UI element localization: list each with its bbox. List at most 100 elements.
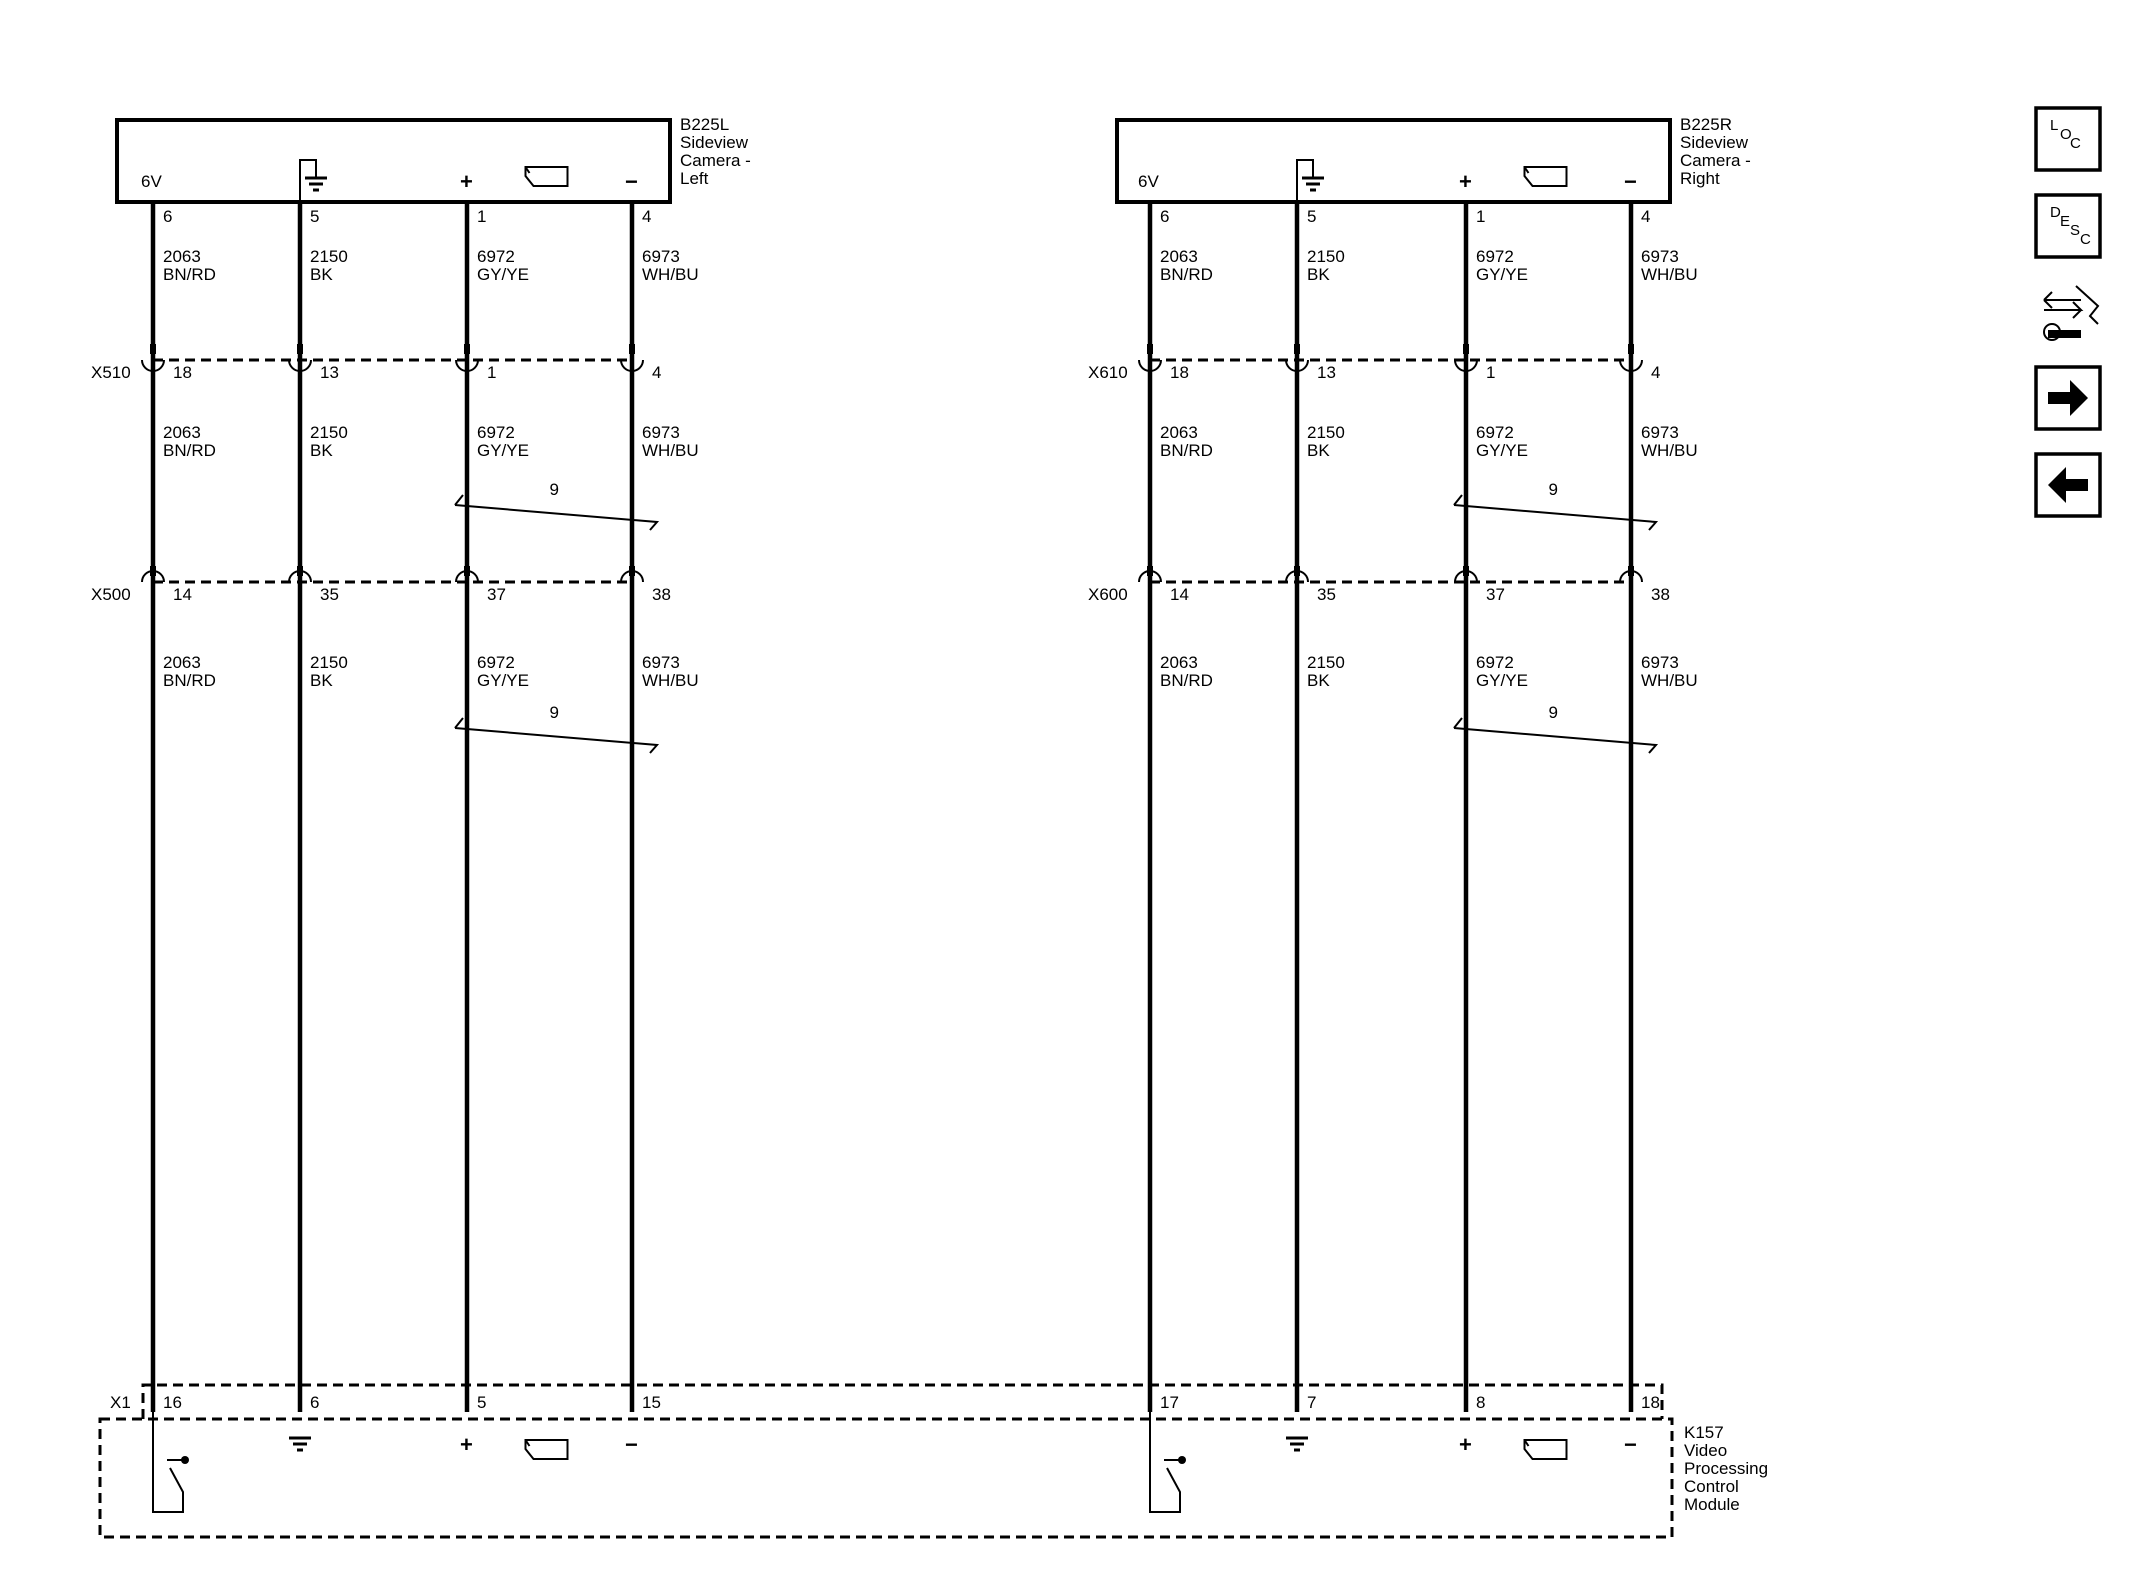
nav-letter: E xyxy=(2060,213,2070,230)
module-ground-icon xyxy=(1286,1436,1308,1452)
wire-circuit-label: 6972 xyxy=(477,247,515,266)
connector-terminal xyxy=(141,359,165,372)
plus-symbol: + xyxy=(460,169,473,194)
wire-circuit-label: 6973 xyxy=(642,247,680,266)
connector-terminal xyxy=(1454,359,1478,372)
nav-button-frame xyxy=(2034,193,2102,259)
wire-color-label: WH/BU xyxy=(1641,441,1698,460)
connector-id: X610 xyxy=(1088,363,1128,382)
connector-pin: 13 xyxy=(320,363,339,382)
minus-symbol: − xyxy=(1624,169,1637,194)
module-camera-icon xyxy=(524,1439,569,1460)
wire-circuit-label: 2063 xyxy=(1160,653,1198,672)
module-name-line: Control xyxy=(1684,1477,1739,1496)
terminal-block xyxy=(1628,344,1634,354)
wire-circuit-label: 2150 xyxy=(310,247,348,266)
connector-terminal xyxy=(1138,359,1162,372)
camera-id: B225R xyxy=(1680,115,1732,134)
camera-pin: 1 xyxy=(1476,207,1485,226)
terminal-block xyxy=(629,344,635,354)
wire-circuit-label: 6973 xyxy=(1641,653,1679,672)
wire-color-label: BK xyxy=(1307,265,1330,284)
nav-letter: C xyxy=(2080,231,2091,248)
wire-circuit-label: 6972 xyxy=(1476,247,1514,266)
wire-circuit-label: 6972 xyxy=(1476,653,1514,672)
nav-button-frame xyxy=(2034,365,2102,431)
wire-color-label: GY/YE xyxy=(1476,671,1528,690)
camera-pin: 5 xyxy=(1307,207,1316,226)
terminal-block xyxy=(1294,566,1300,576)
connector-id: X500 xyxy=(91,585,131,604)
camera-name-line: Left xyxy=(680,169,709,188)
module-connector-id: X1 xyxy=(110,1393,131,1412)
wire-circuit-label: 6972 xyxy=(477,653,515,672)
terminal-block xyxy=(1463,344,1469,354)
wire-color-label: GY/YE xyxy=(477,441,529,460)
camera-name-line: Sideview xyxy=(680,133,749,152)
camera-box xyxy=(1115,118,1672,204)
terminal-block xyxy=(1628,566,1634,576)
ground-icon xyxy=(305,176,327,192)
wire-circuit-label: 6972 xyxy=(477,423,515,442)
terminal-block xyxy=(297,566,303,576)
camera-id: B225L xyxy=(680,115,729,134)
next-arrow-icon[interactable] xyxy=(2034,365,2102,431)
nav-letter: C xyxy=(2070,135,2081,152)
camera-pin: 6 xyxy=(1160,207,1169,226)
connector-terminal xyxy=(455,359,479,372)
connector-terminal xyxy=(1619,359,1643,372)
camera-name-line: Camera - xyxy=(680,151,751,170)
wire-color-label: WH/BU xyxy=(642,441,699,460)
wire-color-label: BN/RD xyxy=(1160,441,1213,460)
supply-label: 6V xyxy=(1138,172,1159,191)
nav-button-frame xyxy=(2034,106,2102,172)
module-id: K157 xyxy=(1684,1423,1724,1442)
nav-letter: D xyxy=(2050,204,2061,221)
wire-color-label: WH/BU xyxy=(1641,671,1698,690)
ground-lead xyxy=(299,159,317,202)
vehicle-outline-icon xyxy=(2075,285,2100,325)
camera-name-line: Camera - xyxy=(1680,151,1751,170)
camera-pin: 4 xyxy=(642,207,651,226)
connector-pin: 37 xyxy=(487,585,506,604)
camera-pin: 5 xyxy=(310,207,319,226)
wire-circuit-label: 2063 xyxy=(1160,423,1198,442)
module-pin: 18 xyxy=(1641,1393,1660,1412)
connector-pin: 38 xyxy=(652,585,671,604)
wire-circuit-label: 6973 xyxy=(1641,247,1679,266)
wire-circuit-label: 2150 xyxy=(310,653,348,672)
wrench-head xyxy=(2043,323,2061,341)
terminal-block xyxy=(464,566,470,576)
connector-pin: 35 xyxy=(1317,585,1336,604)
twisted-pair-count: 9 xyxy=(1549,703,1558,722)
module-ground-icon xyxy=(289,1436,311,1452)
connector-pin: 4 xyxy=(1651,363,1660,382)
minus-symbol: − xyxy=(625,169,638,194)
module-pin: 5 xyxy=(477,1393,486,1412)
camera-icon xyxy=(1523,166,1568,187)
module-plus-symbol: + xyxy=(460,1432,473,1457)
supply-label: 6V xyxy=(141,172,162,191)
wire-circuit-label: 6972 xyxy=(1476,423,1514,442)
camera-name-line: Sideview xyxy=(1680,133,1749,152)
module-name-line: Module xyxy=(1684,1495,1740,1514)
wire-color-label: GY/YE xyxy=(477,265,529,284)
connector-pin: 1 xyxy=(487,363,496,382)
plus-symbol: + xyxy=(1459,169,1472,194)
switch-dot xyxy=(181,1456,189,1464)
connector-pin: 38 xyxy=(1651,585,1670,604)
connector-pin: 14 xyxy=(173,585,192,604)
module-outline xyxy=(98,1417,1674,1539)
wire-circuit-label: 6973 xyxy=(642,653,680,672)
module-name-line: Video xyxy=(1684,1441,1727,1460)
previous-arrow-icon[interactable] xyxy=(2034,452,2102,518)
harness-routing-icon[interactable] xyxy=(2043,285,2100,341)
loc-button[interactable]: LOC xyxy=(2034,106,2102,172)
connector-pin: 1 xyxy=(1486,363,1495,382)
wire-color-label: BK xyxy=(310,671,333,690)
connector-terminal xyxy=(1285,359,1309,372)
